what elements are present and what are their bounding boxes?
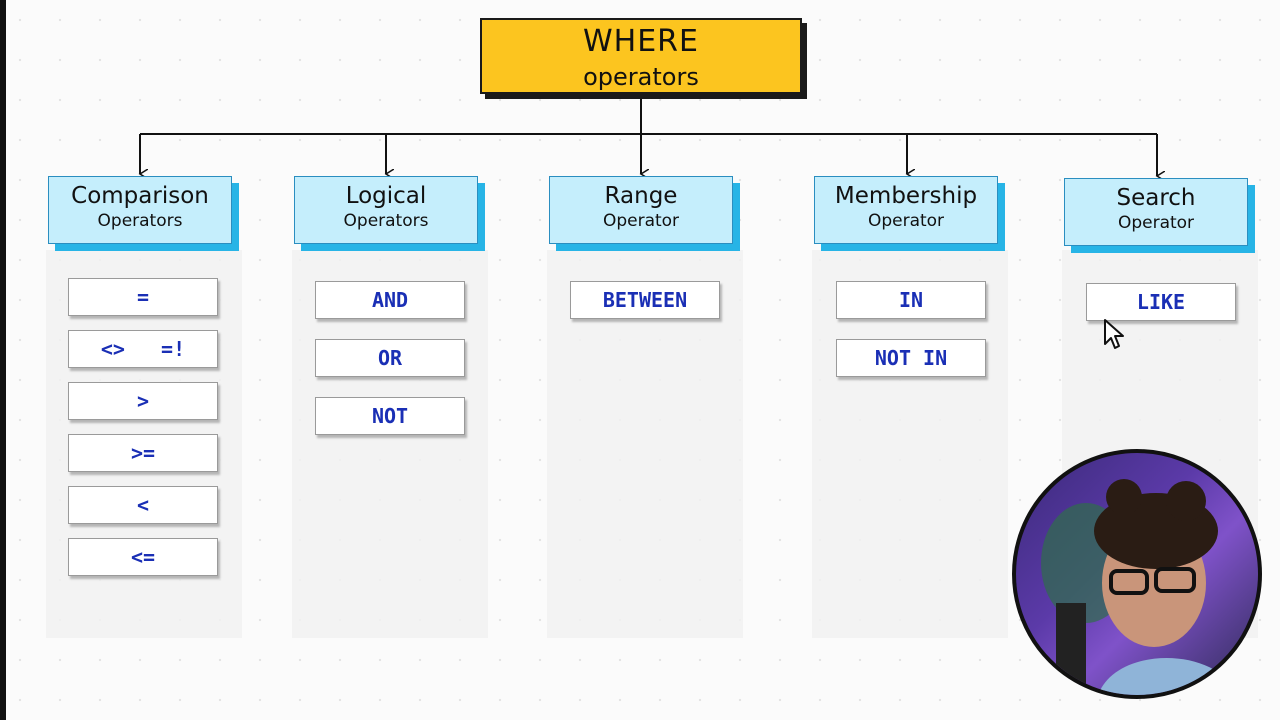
presenter-webcam-overlay: [1012, 449, 1262, 699]
category-subtitle: Operators: [343, 211, 429, 231]
root-subtitle: operators: [583, 63, 699, 91]
operator-greater-than: >: [68, 382, 218, 420]
root-node-where-operators: WHERE operators: [480, 18, 802, 94]
operator-not-in: NOT IN: [836, 339, 986, 377]
operator-not: NOT: [315, 397, 465, 435]
operator-or: OR: [315, 339, 465, 377]
category-membership: Membership Operator: [814, 176, 998, 244]
category-subtitle: Operator: [867, 211, 945, 231]
category-search: Search Operator: [1064, 178, 1248, 246]
category-range: Range Operator: [549, 176, 733, 244]
operator-less-equal: <=: [68, 538, 218, 576]
left-edge-bar: [0, 0, 6, 720]
operator-and: AND: [315, 281, 465, 319]
operator-equal: =: [68, 278, 218, 316]
operator-not-equal: <> =!: [68, 330, 218, 368]
operator-less-than: <: [68, 486, 218, 524]
category-title: Range: [604, 183, 678, 209]
presenter-silhouette: [1041, 479, 1238, 695]
category-comparison: Comparison Operators: [48, 176, 232, 244]
root-title: WHERE: [583, 24, 699, 59]
mouse-cursor-icon: [1104, 319, 1124, 349]
category-logical: Logical Operators: [294, 176, 478, 244]
category-title: Logical: [345, 183, 427, 209]
operator-like: LIKE: [1086, 283, 1236, 321]
category-title: Comparison: [71, 183, 209, 209]
category-subtitle: Operator: [1117, 213, 1195, 233]
category-subtitle: Operators: [97, 211, 183, 231]
category-title: Search: [1116, 185, 1196, 211]
operator-between: BETWEEN: [570, 281, 720, 319]
operator-greater-equal: >=: [68, 434, 218, 472]
operator-in: IN: [836, 281, 986, 319]
category-title: Membership: [834, 183, 978, 209]
category-subtitle: Operator: [602, 211, 680, 231]
